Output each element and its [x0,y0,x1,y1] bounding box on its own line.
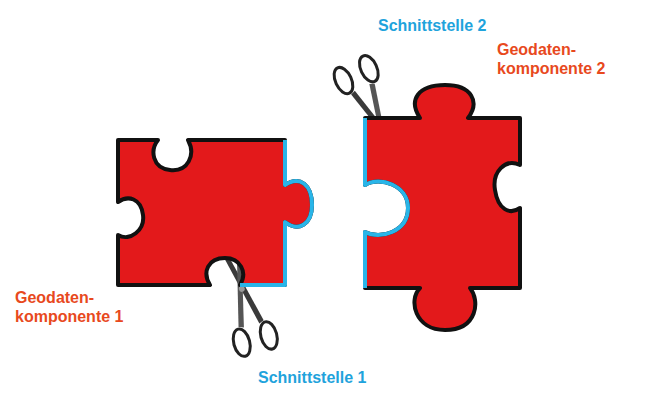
puzzle-piece: Geodaten- komponente 2 [358,36,648,336]
puzzle-shape [358,36,648,336]
puzzle-piece: Geodaten- komponente 1 [10,128,320,340]
component-label: Geodaten- komponente 2 [497,40,642,78]
component-label: Geodaten- komponente 1 [15,288,165,326]
interface-label: Schnittstelle 2 [378,16,486,35]
interface-label: Schnittstelle 1 [258,368,366,387]
